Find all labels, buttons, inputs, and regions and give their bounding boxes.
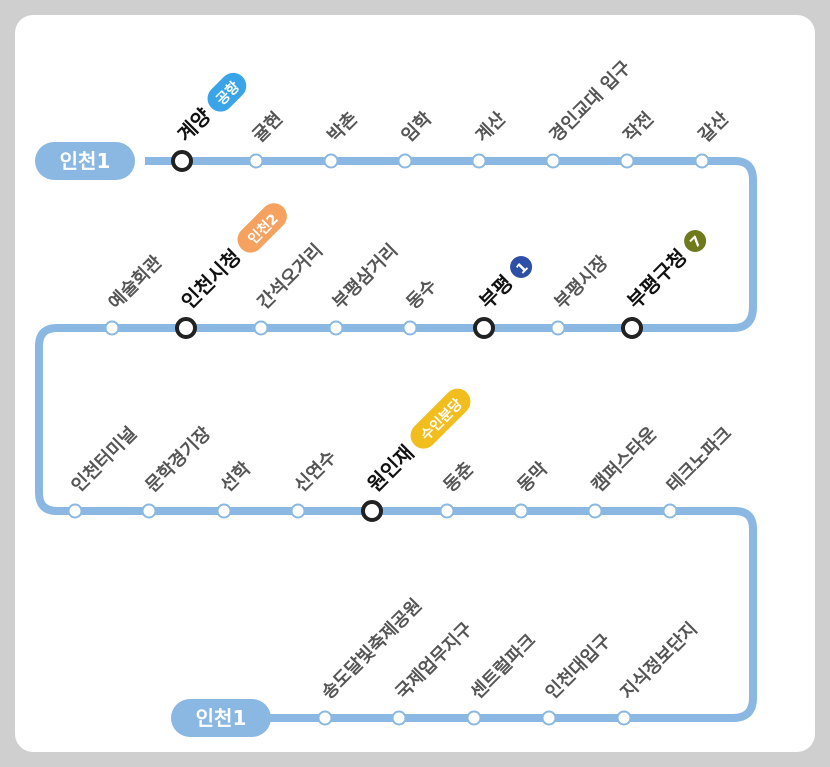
- station-0-3-label-group: 임학: [397, 107, 436, 146]
- station-1-2-tag-shape: [510, 255, 533, 278]
- station-1-0-tag-shape: [684, 229, 707, 252]
- station-2-8-marker[interactable]: [662, 503, 678, 519]
- station-1-5-label-group: 간석오거리: [254, 240, 327, 313]
- station-2-2-label-group: 선학: [216, 457, 255, 496]
- station-1-3-marker[interactable]: [402, 320, 418, 336]
- station-2-0-label-group: 인천터미널: [68, 423, 141, 496]
- station-2-0-label: 인천터미널: [68, 423, 141, 496]
- station-1-3-label-group: 동수: [403, 275, 441, 313]
- station-1-7-label: 예술회관: [105, 252, 167, 314]
- station-2-1-marker[interactable]: [141, 503, 157, 519]
- station-1-2-label-group: 부평1: [475, 255, 533, 314]
- station-0-2-marker[interactable]: [323, 153, 339, 169]
- station-0-2-label: 박촌: [324, 108, 362, 146]
- station-1-6-label: 인천시청: [177, 245, 246, 314]
- station-0-7-label-group: 갈산: [694, 107, 733, 146]
- station-2-3-label: 신연수: [291, 447, 341, 497]
- station-1-1-marker[interactable]: [550, 320, 566, 336]
- station-2-3-marker[interactable]: [290, 503, 306, 519]
- station-2-4-label: 원인재: [363, 441, 419, 497]
- station-1-0-transfer-marker[interactable]: [621, 317, 643, 339]
- station-0-1-marker[interactable]: [248, 153, 264, 169]
- station-2-7-marker[interactable]: [587, 503, 603, 519]
- station-2-7-label: 캠퍼스타운: [588, 423, 661, 496]
- station-1-1-label-group: 부평시장: [551, 252, 613, 314]
- station-0-7-marker[interactable]: [694, 153, 710, 169]
- station-1-6-tag-shape: [237, 203, 287, 253]
- station-0-4-label: 계산: [472, 108, 511, 147]
- station-3-2-label: 센트럴파크: [466, 629, 540, 703]
- station-2-5-marker[interactable]: [439, 503, 455, 519]
- station-1-4-marker[interactable]: [328, 320, 344, 336]
- station-3-4-marker[interactable]: [317, 710, 333, 726]
- line-badge-end-shape: [171, 699, 271, 737]
- station-1-0-label: 부평구청: [623, 245, 692, 314]
- station-2-2-marker[interactable]: [216, 503, 232, 519]
- station-2-4-tag-shape: [410, 388, 471, 449]
- station-3-1-marker[interactable]: [541, 710, 557, 726]
- station-0-5-marker[interactable]: [545, 153, 561, 169]
- station-2-6-label-group: 동막: [514, 458, 553, 497]
- station-2-5-label-group: 동춘: [440, 458, 478, 496]
- station-2-1-label-group: 문학경기장: [141, 422, 215, 496]
- station-2-1-label: 문학경기장: [141, 422, 215, 496]
- station-3-0-label-group: 지식정보단지: [617, 618, 702, 703]
- station-2-6-marker[interactable]: [513, 503, 529, 519]
- station-0-1-label-group: 귤현: [249, 108, 287, 146]
- station-3-1-label-group: 인천대입구: [541, 629, 615, 703]
- station-3-2-label-group: 센트럴파크: [466, 629, 540, 703]
- station-1-2-label: 부평: [475, 271, 518, 314]
- station-1-3-label: 동수: [403, 275, 441, 313]
- station-2-7-label-group: 캠퍼스타운: [588, 423, 661, 496]
- station-2-8-label-group: 테크노파크: [663, 423, 736, 496]
- station-0-0-tag-shape: [207, 72, 247, 112]
- station-2-4-transfer-marker[interactable]: [361, 500, 383, 522]
- station-0-2-label-group: 박촌: [324, 108, 362, 146]
- station-0-0-transfer-marker[interactable]: [171, 150, 193, 172]
- station-1-2-transfer-marker[interactable]: [473, 317, 495, 339]
- station-2-8-label: 테크노파크: [663, 423, 736, 496]
- station-0-4-marker[interactable]: [471, 153, 487, 169]
- line-badge-start-shape: [35, 142, 135, 180]
- station-3-2-marker[interactable]: [466, 710, 482, 726]
- station-3-3-marker[interactable]: [391, 710, 407, 726]
- station-2-2-label: 선학: [216, 457, 255, 496]
- station-1-5-marker[interactable]: [253, 320, 269, 336]
- station-0-1-label: 귤현: [249, 108, 287, 146]
- station-0-3-label: 임학: [397, 107, 436, 146]
- route-line: [35, 157, 757, 722]
- station-1-7-marker[interactable]: [104, 320, 120, 336]
- station-0-6-label-group: 작전: [620, 108, 658, 146]
- station-0-7-label: 갈산: [694, 107, 733, 146]
- line-badge-start-label: 인천1: [60, 149, 111, 173]
- line-badge-start: 인천1: [35, 142, 135, 180]
- station-1-1-label: 부평시장: [551, 252, 613, 314]
- station-3-0-label: 지식정보단지: [617, 618, 702, 703]
- line-badge-end-label: 인천1: [196, 706, 247, 730]
- station-2-6-label: 동막: [514, 458, 553, 497]
- station-1-7-label-group: 예술회관: [105, 252, 167, 314]
- line-badge-end: 인천1: [171, 699, 271, 737]
- station-0-3-marker[interactable]: [397, 153, 413, 169]
- station-0-4-label-group: 계산: [472, 108, 511, 147]
- station-1-5-label: 간석오거리: [254, 240, 327, 313]
- station-0-6-label: 작전: [620, 108, 658, 146]
- station-0-0-label: 계양: [173, 103, 216, 146]
- station-1-6-transfer-marker[interactable]: [175, 317, 197, 339]
- station-2-0-marker[interactable]: [67, 503, 83, 519]
- station-0-6-marker[interactable]: [619, 153, 635, 169]
- station-3-1-label: 인천대입구: [541, 629, 615, 703]
- station-3-0-marker[interactable]: [616, 710, 632, 726]
- station-1-4-label: 부평삼거리: [329, 240, 402, 313]
- station-2-5-label: 동춘: [440, 458, 478, 496]
- station-2-3-label-group: 신연수: [291, 447, 341, 497]
- station-1-4-label-group: 부평삼거리: [329, 240, 402, 313]
